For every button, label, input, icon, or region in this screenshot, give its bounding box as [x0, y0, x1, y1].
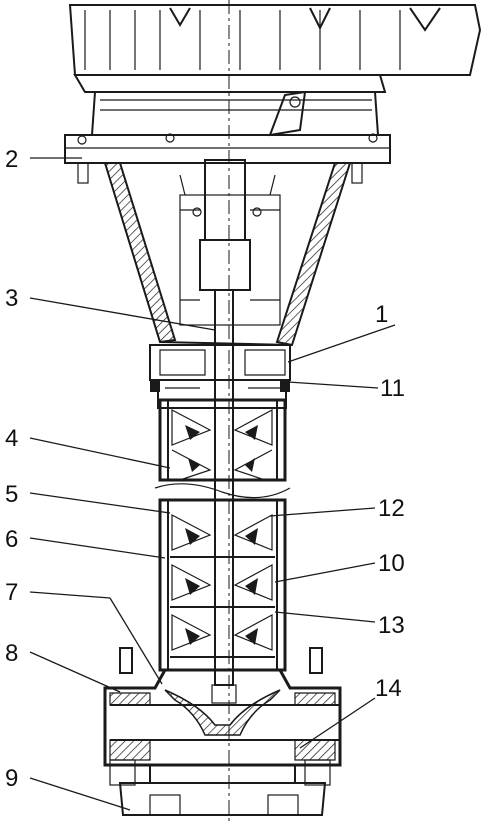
label-2: 2	[5, 146, 18, 173]
motor-housing	[68, 4, 482, 137]
mounting-flange	[64, 133, 391, 184]
label-5: 5	[5, 481, 18, 508]
pump-casing-base	[103, 647, 342, 816]
label-8: 8	[5, 640, 18, 667]
label-6: 6	[5, 526, 18, 553]
leader-7b	[109, 597, 163, 685]
callout-labels: 2 3 1 11 4 5 12 6 10 7 13 8 14 9	[5, 146, 405, 792]
label-1: 1	[375, 301, 388, 328]
leader-3	[29, 297, 216, 331]
leader-5	[29, 492, 171, 514]
leader-14	[299, 697, 376, 749]
leader-12	[269, 507, 376, 517]
leader-8	[29, 651, 121, 693]
break-line	[154, 483, 291, 499]
mechanical-seal	[149, 344, 291, 409]
leader-6	[29, 537, 166, 559]
label-7: 7	[5, 579, 18, 606]
leader-11	[287, 381, 379, 389]
pump-shaft	[211, 289, 237, 704]
pump-barrel-lower	[158, 498, 287, 672]
label-14: 14	[375, 675, 402, 702]
leader-13	[274, 611, 376, 623]
leader-lines	[29, 157, 396, 811]
label-11: 11	[380, 375, 405, 402]
leader-1	[287, 324, 396, 363]
leader-4	[29, 437, 171, 469]
label-4: 4	[5, 425, 18, 452]
pump-barrel-upper	[158, 398, 287, 482]
leader-10	[274, 562, 376, 583]
leader-7	[29, 591, 111, 599]
label-12: 12	[378, 495, 405, 522]
leader-9	[29, 777, 131, 811]
coupling	[179, 159, 281, 326]
label-13: 13	[378, 612, 405, 639]
label-9: 9	[5, 765, 18, 792]
label-3: 3	[5, 285, 18, 312]
label-10: 10	[378, 550, 405, 577]
